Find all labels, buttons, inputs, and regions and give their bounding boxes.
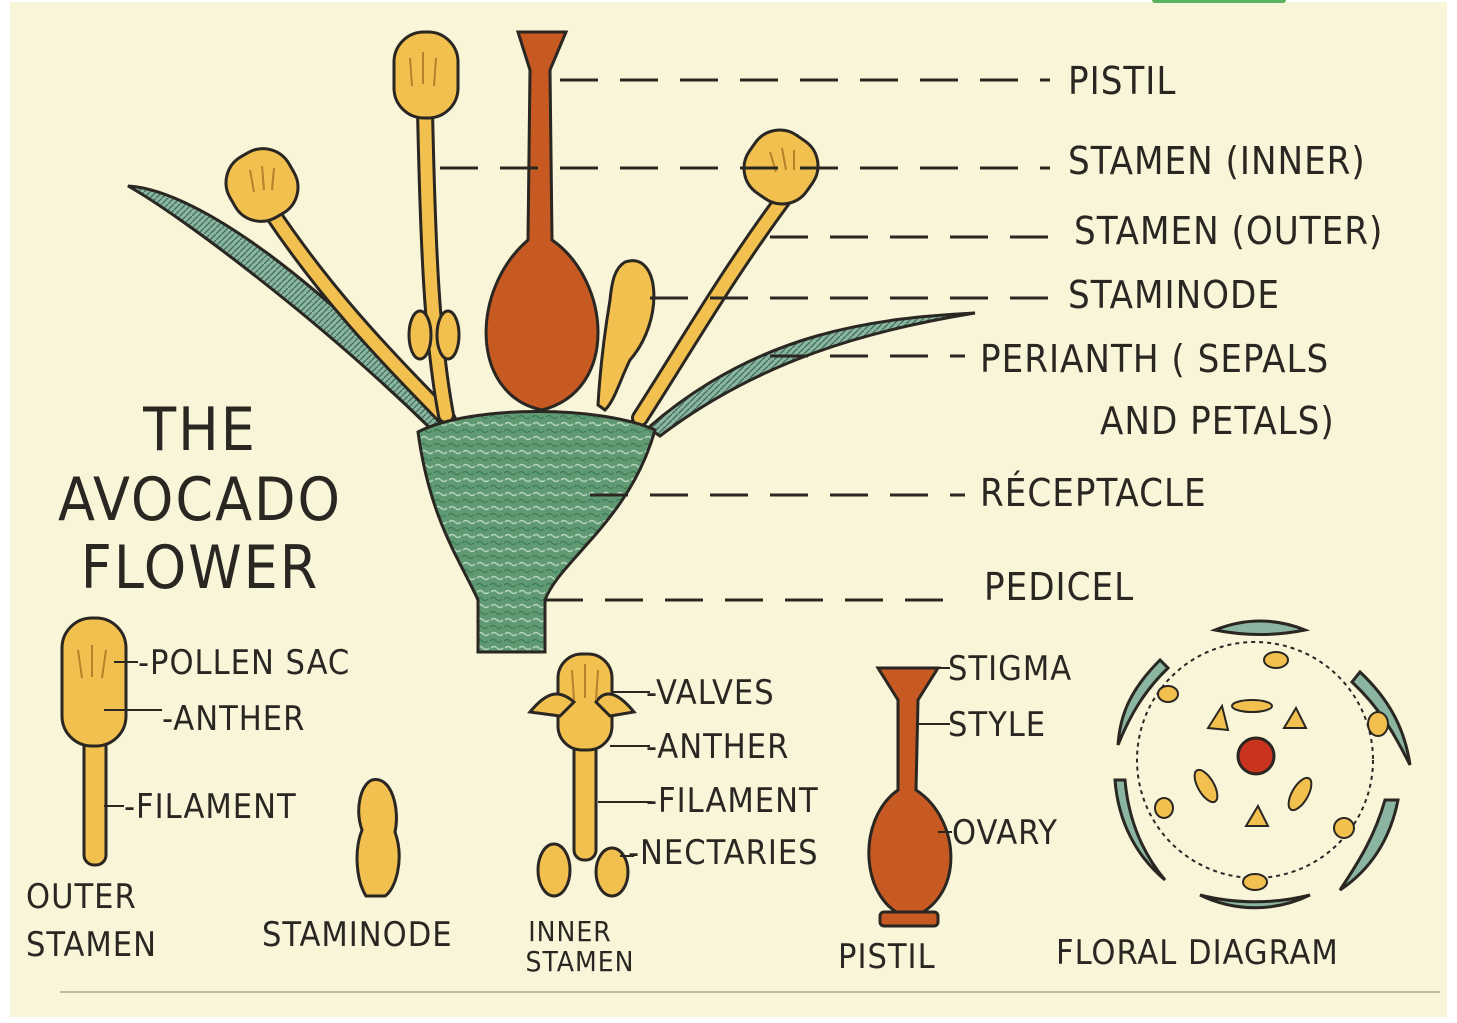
receptacle: [418, 411, 655, 652]
label-style: STYLE: [948, 708, 1046, 742]
caption-inner-stamen-line-2: STAMEN: [500, 948, 660, 976]
caption-outer-stamen-line-1: OUTER: [26, 880, 137, 914]
label-pedicel: PEDICEL: [984, 568, 1134, 606]
label-ovary: OVARY: [952, 816, 1058, 850]
caption-pistil: PISTIL: [838, 940, 936, 974]
label-nectaries: -NECTARIES: [628, 836, 819, 870]
title-line-1: THE: [20, 400, 380, 460]
outer-stamen-left: [215, 138, 448, 420]
caption-floral-diagram: FLORAL DIAGRAM: [1056, 936, 1339, 970]
staminode-main: [598, 261, 654, 410]
label-outer-filament: -FILAMENT: [124, 790, 297, 824]
pistil-main: [486, 32, 598, 410]
title-line-2: AVOCADO: [20, 470, 380, 530]
label-pollen-sac: -POLLEN SAC: [138, 646, 350, 680]
label-valves: -VALVES: [646, 676, 775, 710]
caption-outer-stamen-line-2: STAMEN: [26, 928, 157, 962]
label-perianth-line-1: PERIANTH ( SEPALS: [980, 340, 1329, 378]
floral-diagram: [1115, 621, 1410, 908]
staminode-detail: [357, 780, 399, 896]
label-perianth-line-2: AND PETALS): [1100, 402, 1335, 440]
caption-inner-stamen-line-1: INNER: [500, 918, 640, 946]
label-stamen-inner: STAMEN (INNER): [1068, 142, 1366, 180]
title-line-3: FLOWER: [20, 538, 380, 598]
label-stamen-outer: STAMEN (OUTER): [1074, 212, 1383, 250]
label-inner-anther: -ANTHER: [646, 730, 789, 764]
label-outer-anther: -ANTHER: [162, 702, 305, 736]
label-receptacle: RÉCEPTACLE: [980, 474, 1207, 512]
label-inner-filament: -FILAMENT: [646, 784, 819, 818]
caption-staminode: STAMINODE: [262, 918, 453, 952]
inner-stamen-left: [394, 32, 459, 415]
pistil-detail: [869, 668, 952, 926]
label-staminode: STAMINODE: [1068, 276, 1280, 314]
label-pistil: PISTIL: [1068, 62, 1176, 100]
label-stigma: STIGMA: [948, 652, 1072, 686]
